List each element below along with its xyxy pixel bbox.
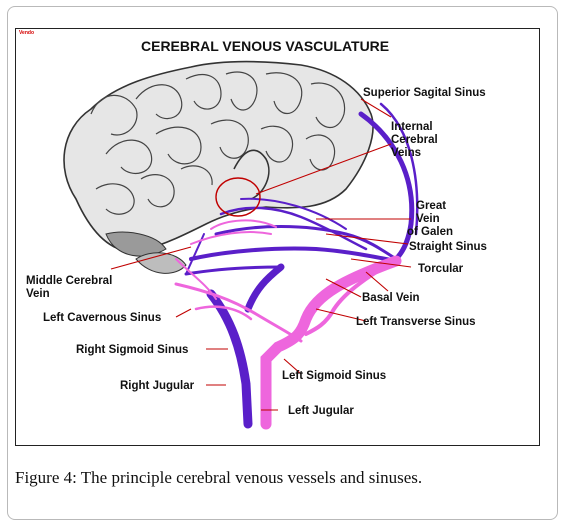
- label-right-sigmoid-sinus: Right Sigmoid Sinus: [76, 344, 188, 356]
- label-left-cavernous-sinus: Left Cavernous Sinus: [43, 312, 161, 324]
- caption-text: The principle cerebral venous vessels an…: [76, 468, 423, 487]
- sinus-network: [174, 219, 402, 430]
- diagram-title: CEREBRAL VENOUS VASCULATURE: [141, 38, 389, 54]
- label-middle-cerebral-1: Middle Cerebral: [26, 275, 112, 287]
- label-internal-cerebral-1: Internal: [391, 121, 433, 133]
- label-straight-sinus: Straight Sinus: [409, 241, 487, 253]
- diagram-figure: Vendo CEREBRAL VENOUS VASCULATURE: [15, 28, 540, 446]
- venous-diagram: CEREBRAL VENOUS VASCULATURE: [26, 38, 487, 430]
- label-middle-cerebral-2: Vein: [26, 288, 50, 300]
- diagram-labels: Superior Sagital Sinus Internal Cerebral…: [26, 87, 487, 417]
- label-torcular: Torcular: [418, 263, 464, 275]
- label-great-vein-3: of Galen: [407, 226, 453, 238]
- corner-mark: Vendo: [19, 30, 35, 36]
- label-great-vein-2: Vein: [416, 213, 440, 225]
- label-superior-sagital-sinus: Superior Sagital Sinus: [363, 87, 486, 99]
- label-internal-cerebral-2: Cerebral: [391, 134, 438, 146]
- label-left-sigmoid-sinus: Left Sigmoid Sinus: [282, 370, 386, 382]
- leader-lines: [110, 98, 412, 411]
- brain-illustration: [63, 60, 374, 274]
- internal-cerebral-highlight: [215, 177, 261, 217]
- label-right-jugular: Right Jugular: [120, 380, 195, 392]
- label-left-transverse-sinus: Left Transverse Sinus: [356, 316, 476, 328]
- deep-venous-network: [184, 102, 419, 429]
- label-left-jugular: Left Jugular: [288, 405, 354, 417]
- label-great-vein-1: Great: [416, 200, 446, 212]
- caption-label: Figure 4:: [15, 468, 77, 487]
- label-basal-vein: Basal Vein: [362, 292, 420, 304]
- label-internal-cerebral-3: Veins: [391, 147, 421, 159]
- figure-caption: Figure 4: The principle cerebral venous …: [15, 468, 545, 488]
